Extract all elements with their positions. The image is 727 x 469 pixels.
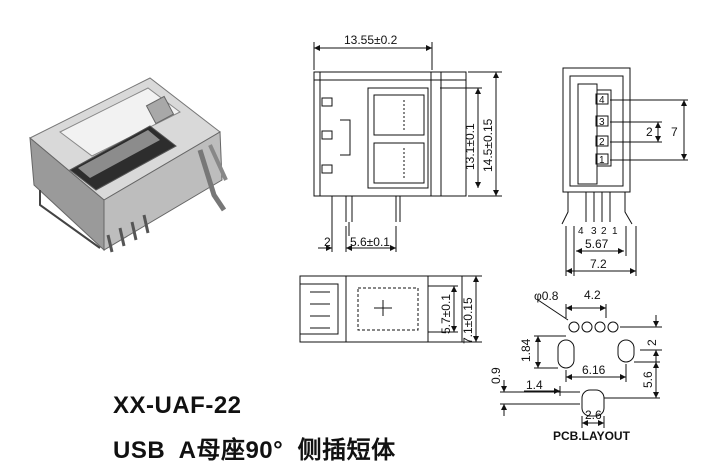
pcb-hole-dia-dim: φ0.8	[534, 289, 559, 303]
side-pin-label-3: 3	[599, 117, 605, 128]
front-view	[313, 42, 502, 252]
pcb-slot-span-dim: 6.16	[582, 363, 606, 377]
side-pin-label-2: 2	[599, 137, 605, 148]
product-render	[29, 77, 228, 253]
model-title: XX-UAF-22	[113, 392, 242, 419]
top-outer-dim: 7.1±0.15	[461, 297, 475, 344]
front-pin-offset-dim: 2	[324, 235, 331, 249]
top-inner-dim: 5.7±0.1	[439, 294, 453, 334]
pcb-layout-label: PCB.LAYOUT	[553, 429, 630, 443]
side-view	[561, 67, 688, 276]
front-height-inner-dim: 13.1±0.1	[463, 123, 477, 170]
side-bottom-pin-3: 3	[591, 226, 597, 237]
pcb-left-offset-dim: 1.4	[526, 378, 543, 392]
side-span-outer-dim: 7.2	[590, 257, 607, 271]
pcb-bottom-width-dim: 2.6	[585, 408, 602, 422]
side-bottom-pin-1: 1	[612, 226, 618, 237]
model-description: USB A母座90° 侧插短体	[113, 437, 396, 464]
side-pin-label-1: 1	[599, 155, 605, 166]
front-height-outer-dim: 14.5±0.15	[481, 118, 495, 172]
side-pin-label-4: 4	[599, 95, 605, 106]
top-view	[299, 275, 482, 343]
side-bottom-pin-4: 4	[578, 226, 584, 237]
side-bottom-pin-2: 2	[601, 226, 607, 237]
side-span-inner-dim: 5.67	[585, 237, 609, 251]
pcb-vertical-offset-dim: 5.6	[641, 371, 655, 388]
pcb-row-offset-dim: 2	[645, 339, 659, 346]
side-pitch-large-dim: 7	[671, 125, 678, 139]
pcb-layout	[500, 299, 662, 428]
pcb-slot-width-dim: 0.9	[489, 367, 503, 384]
pcb-slot-height-dim: 1.84	[519, 338, 533, 362]
front-pin-pitch-dim: 5.6±0.1	[350, 235, 390, 249]
front-width-dim: 13.55±0.2	[344, 33, 398, 47]
side-pitch-small-dim: 2	[646, 125, 653, 139]
pcb-pitch-dim: 4.2	[584, 288, 601, 302]
